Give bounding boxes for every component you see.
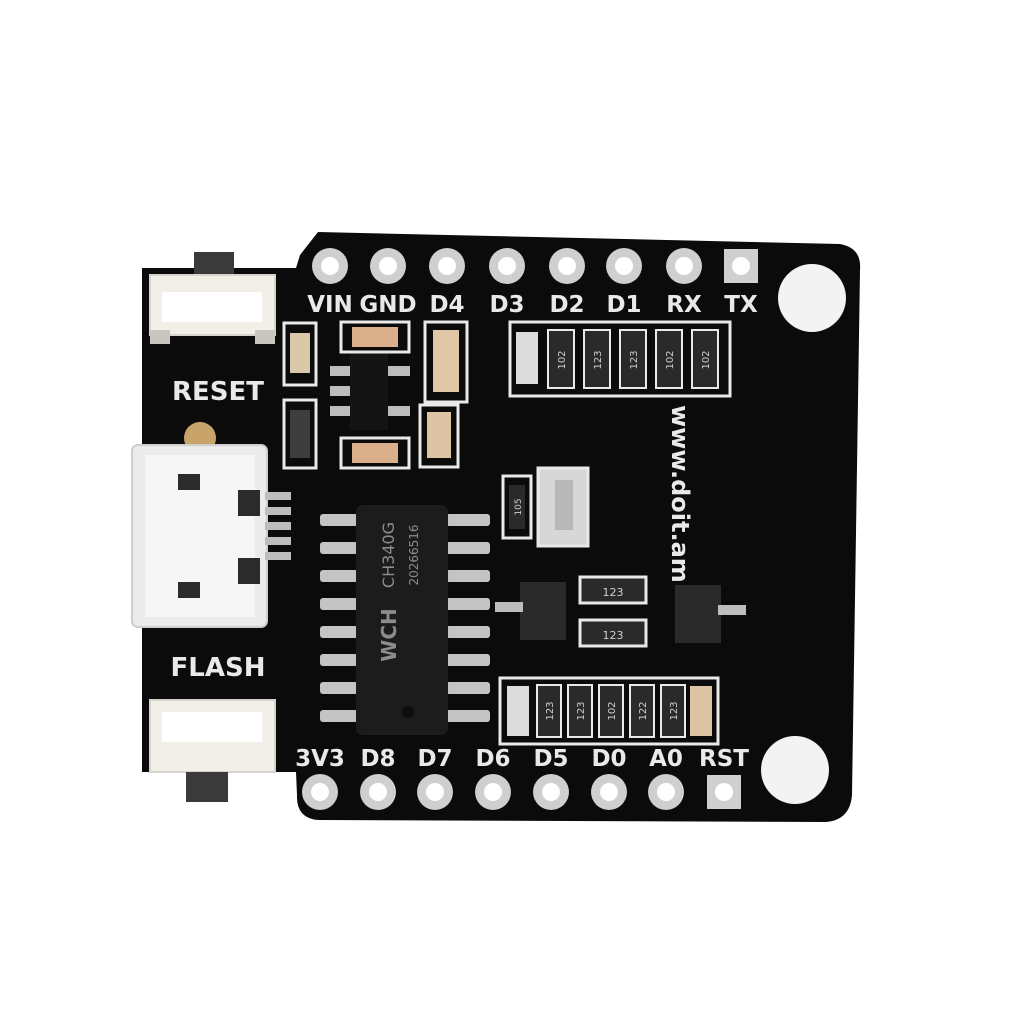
pin-hole [379, 257, 397, 275]
chip-code: 20266516 [407, 524, 421, 585]
top-pin-label: D2 [549, 292, 584, 318]
chip-pin [320, 598, 358, 610]
chip-pin [320, 654, 358, 666]
capacitor-bodies [290, 327, 459, 463]
resistor [567, 684, 593, 738]
bottom-pin-label: D8 [360, 746, 395, 772]
voltage-regulator [330, 352, 410, 430]
chip-pin [446, 598, 490, 610]
resistor [629, 684, 655, 738]
resistor [536, 684, 562, 738]
pin-hole [615, 257, 633, 275]
top-pin-label: D3 [489, 292, 524, 318]
resistor [660, 684, 686, 738]
top-header [312, 248, 758, 284]
bottom-pin-label: D0 [591, 746, 626, 772]
website-url: www.doit.am [666, 405, 694, 583]
bottom-resistor-row: 123 123 102 122 123 [498, 676, 720, 746]
resistor [583, 329, 611, 389]
top-resistor-row: 102 123 123 102 102 [508, 320, 732, 398]
bottom-pin-labels: 3V3 D8 D7 D6 D5 D0 A0 RST [295, 746, 749, 772]
bottom-pin-label: RST [699, 746, 749, 772]
pin-hole [715, 783, 733, 801]
pin-hole [426, 783, 444, 801]
bottom-pin-label: A0 [649, 746, 683, 772]
top-pin-label: GND [359, 292, 416, 318]
chip-logo: WCH [377, 608, 401, 661]
micro-usb-port [131, 422, 291, 628]
chip-pin [320, 514, 358, 526]
mounting-hole-top [778, 264, 846, 332]
resistor-code: 123 [669, 701, 680, 720]
mid-resistor-1-code: 123 [603, 586, 624, 599]
resistor [691, 329, 719, 389]
resistor [547, 329, 575, 389]
usb-serial-chip: WCH CH340G 20266516 [320, 505, 490, 735]
pin-hole [484, 783, 502, 801]
chip-pin [446, 542, 490, 554]
resistor-code: 123 [545, 701, 556, 720]
pin-hole [438, 257, 456, 275]
pin-hole [732, 257, 750, 275]
reset-button [149, 252, 276, 344]
top-pin-label: D1 [606, 292, 641, 318]
pin-hole [542, 783, 560, 801]
bottom-pin-label: D7 [417, 746, 452, 772]
flash-button [149, 699, 276, 802]
chip-marking: CH340G [379, 522, 398, 588]
bottom-pin-label: 3V3 [295, 746, 345, 772]
resistor-code: 102 [701, 350, 712, 369]
chip-pin [446, 654, 490, 666]
reset-label: RESET [172, 377, 264, 407]
bottom-header [302, 774, 741, 810]
chip-pin [320, 710, 358, 722]
resistor [619, 329, 647, 389]
pin-hole [600, 783, 618, 801]
top-pin-label: VIN [307, 292, 353, 318]
pin-hole [558, 257, 576, 275]
top-pin-label: RX [666, 292, 702, 318]
resistor-code: 123 [576, 701, 587, 720]
pin-hole [657, 783, 675, 801]
chip-pin [320, 542, 358, 554]
top-pin-label: TX [724, 292, 758, 318]
small-resistor: 105 [501, 474, 533, 540]
chip-pin [446, 710, 490, 722]
resistor [655, 329, 683, 389]
chip-pin [320, 682, 358, 694]
top-pin-label: D4 [429, 292, 464, 318]
mounting-hole-bottom [761, 736, 829, 804]
chip-pin [446, 626, 490, 638]
resistor-code: 122 [638, 701, 649, 720]
resistor-code: 102 [557, 350, 568, 369]
bottom-pin-label: D6 [475, 746, 510, 772]
chip-pin [446, 570, 490, 582]
flash-label: FLASH [171, 653, 266, 683]
chip-pin [446, 682, 490, 694]
resistor-code: 123 [593, 350, 604, 369]
capacitors [282, 320, 469, 470]
chip-pin [446, 514, 490, 526]
resistor-code: 102 [665, 350, 676, 369]
pin-hole [321, 257, 339, 275]
chip-pin [320, 626, 358, 638]
pin-hole [675, 257, 693, 275]
crystal [536, 466, 590, 548]
pin-hole [369, 783, 387, 801]
transistors: 123 123 [495, 575, 746, 648]
resistor-code: 102 [607, 701, 618, 720]
resistor [598, 684, 624, 738]
small-resistor-code: 105 [514, 498, 524, 515]
mid-resistor-2-code: 123 [603, 629, 624, 642]
pin-hole [311, 783, 329, 801]
pin-hole [498, 257, 516, 275]
resistor-code: 123 [629, 350, 640, 369]
chip-pin [320, 570, 358, 582]
bottom-pin-label: D5 [533, 746, 568, 772]
